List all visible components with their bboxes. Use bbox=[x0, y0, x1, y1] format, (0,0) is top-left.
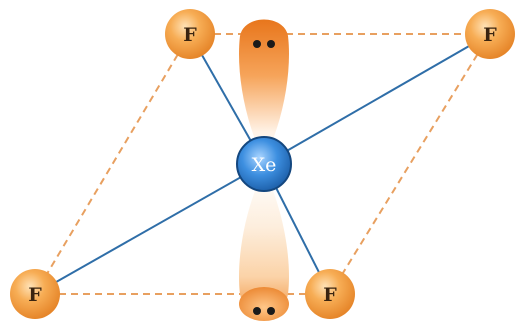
plane-edge-left bbox=[34, 33, 191, 295]
bond-xe-f-bottom-left bbox=[34, 163, 265, 295]
fluorine-label: F bbox=[323, 284, 337, 306]
fluorine-atom-top-left: F bbox=[165, 9, 215, 59]
fluorine-label: F bbox=[28, 284, 42, 306]
xenon-label: Xe bbox=[252, 154, 277, 176]
fluorine-atom-bottom-left: F bbox=[10, 269, 60, 319]
bond-xe-f-top-right bbox=[263, 33, 491, 165]
fluorine-atom-top-right: F bbox=[465, 9, 515, 59]
fluorine-atom-bottom-right: F bbox=[305, 269, 355, 319]
lone-pair-lower-lobe bbox=[239, 170, 289, 321]
lone-pair-electron bbox=[267, 40, 275, 48]
lone-pair-electron bbox=[253, 40, 261, 48]
fluorine-label: F bbox=[183, 24, 197, 46]
lone-pair-upper-lobe bbox=[239, 19, 289, 160]
lone-pair-electron bbox=[267, 307, 275, 315]
fluorine-label: F bbox=[483, 24, 497, 46]
xenon-atom: Xe bbox=[236, 136, 292, 192]
lone-pair-electron bbox=[253, 307, 261, 315]
plane-edge-right bbox=[329, 33, 491, 295]
